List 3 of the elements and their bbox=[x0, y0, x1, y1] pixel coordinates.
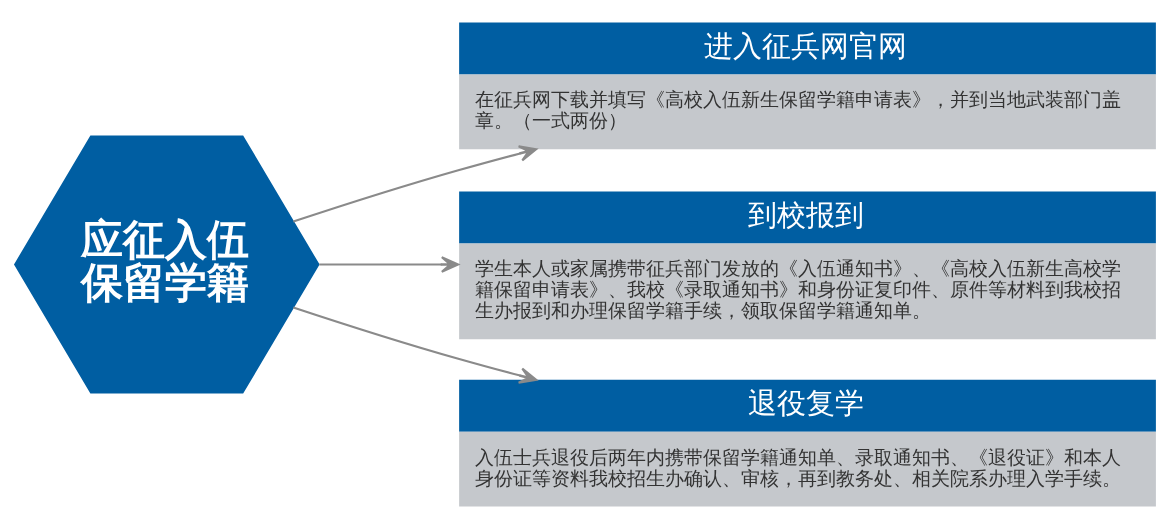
arrow bbox=[293, 305, 538, 384]
arrow bbox=[293, 144, 538, 223]
arrow bbox=[319, 255, 460, 273]
